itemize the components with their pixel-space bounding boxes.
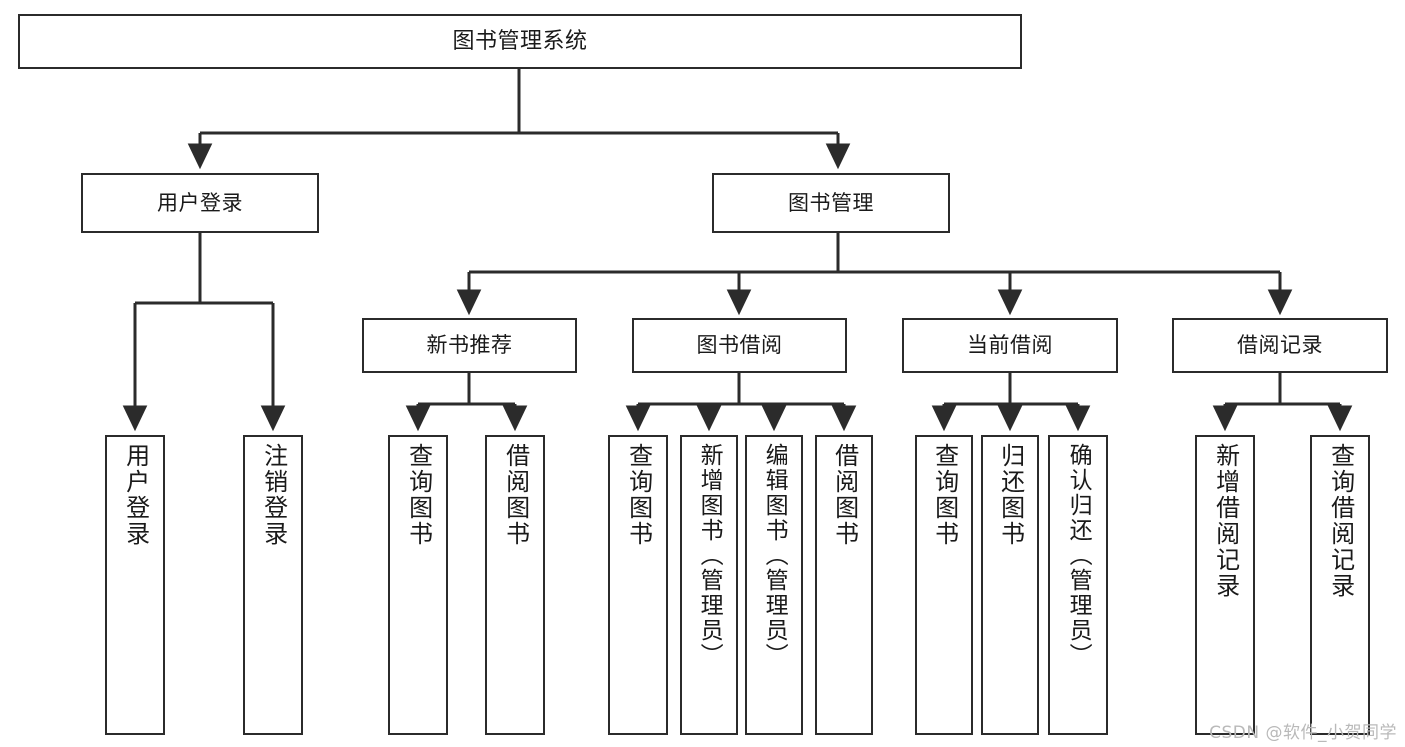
csdn-watermark: CSDN @软件_小贺同学 [1209,723,1397,743]
leaf-records-query-record[interactable]: 查询借阅记录 [1310,435,1370,735]
leaf-borrow-borrow-book[interactable]: 借阅图书 [815,435,873,735]
leaf-current-confirm-return-admin[interactable]: 确认归还（管理员） [1048,435,1108,735]
leaf-newbook-borrow-book[interactable]: 借阅图书 [485,435,545,735]
leaf-borrow-add-book-admin[interactable]: 新增图书（管理员） [680,435,738,735]
node-user-login[interactable]: 用户登录 [81,173,319,233]
node-borrow-records[interactable]: 借阅记录 [1172,318,1388,373]
node-label: 借阅记录 [1237,333,1323,358]
leaf-borrow-edit-book-admin[interactable]: 编辑图书（管理员） [745,435,803,735]
node-label: 图书管理 [788,190,874,215]
node-current-borrow[interactable]: 当前借阅 [902,318,1118,373]
node-label: 当前借阅 [967,333,1053,358]
node-label: 用户登录 [121,443,150,547]
node-label: 查询借阅记录 [1326,443,1355,599]
node-label: 图书管理系统 [452,28,588,54]
node-label: 查询图书 [624,443,653,547]
node-label: 新书推荐 [426,333,513,358]
leaf-records-add-record[interactable]: 新增借阅记录 [1195,435,1255,735]
node-label: 注销登录 [259,443,288,547]
leaf-user-login[interactable]: 用户登录 [105,435,165,735]
node-book-borrow[interactable]: 图书借阅 [632,318,847,373]
node-label: 归还图书 [996,443,1025,547]
node-label: 新增借阅记录 [1211,443,1240,599]
node-book-management[interactable]: 图书管理 [712,173,950,233]
node-label: 确认归还（管理员） [1065,443,1092,668]
leaf-current-return-book[interactable]: 归还图书 [981,435,1039,735]
node-root-system[interactable]: 图书管理系统 [18,14,1022,69]
leaf-logout[interactable]: 注销登录 [243,435,303,735]
leaf-newbook-query-book[interactable]: 查询图书 [388,435,448,735]
leaf-current-query-book[interactable]: 查询图书 [915,435,973,735]
node-label: 新增图书（管理员） [696,443,723,668]
node-label: 用户登录 [157,190,243,215]
node-new-book-recommend[interactable]: 新书推荐 [362,318,577,373]
node-label: 编辑图书（管理员） [761,443,788,668]
node-label: 查询图书 [404,443,433,547]
node-label: 图书借阅 [696,333,783,358]
node-label: 借阅图书 [501,443,530,547]
node-label: 查询图书 [930,443,959,547]
node-label: 借阅图书 [830,443,859,547]
leaf-borrow-query-book[interactable]: 查询图书 [608,435,668,735]
